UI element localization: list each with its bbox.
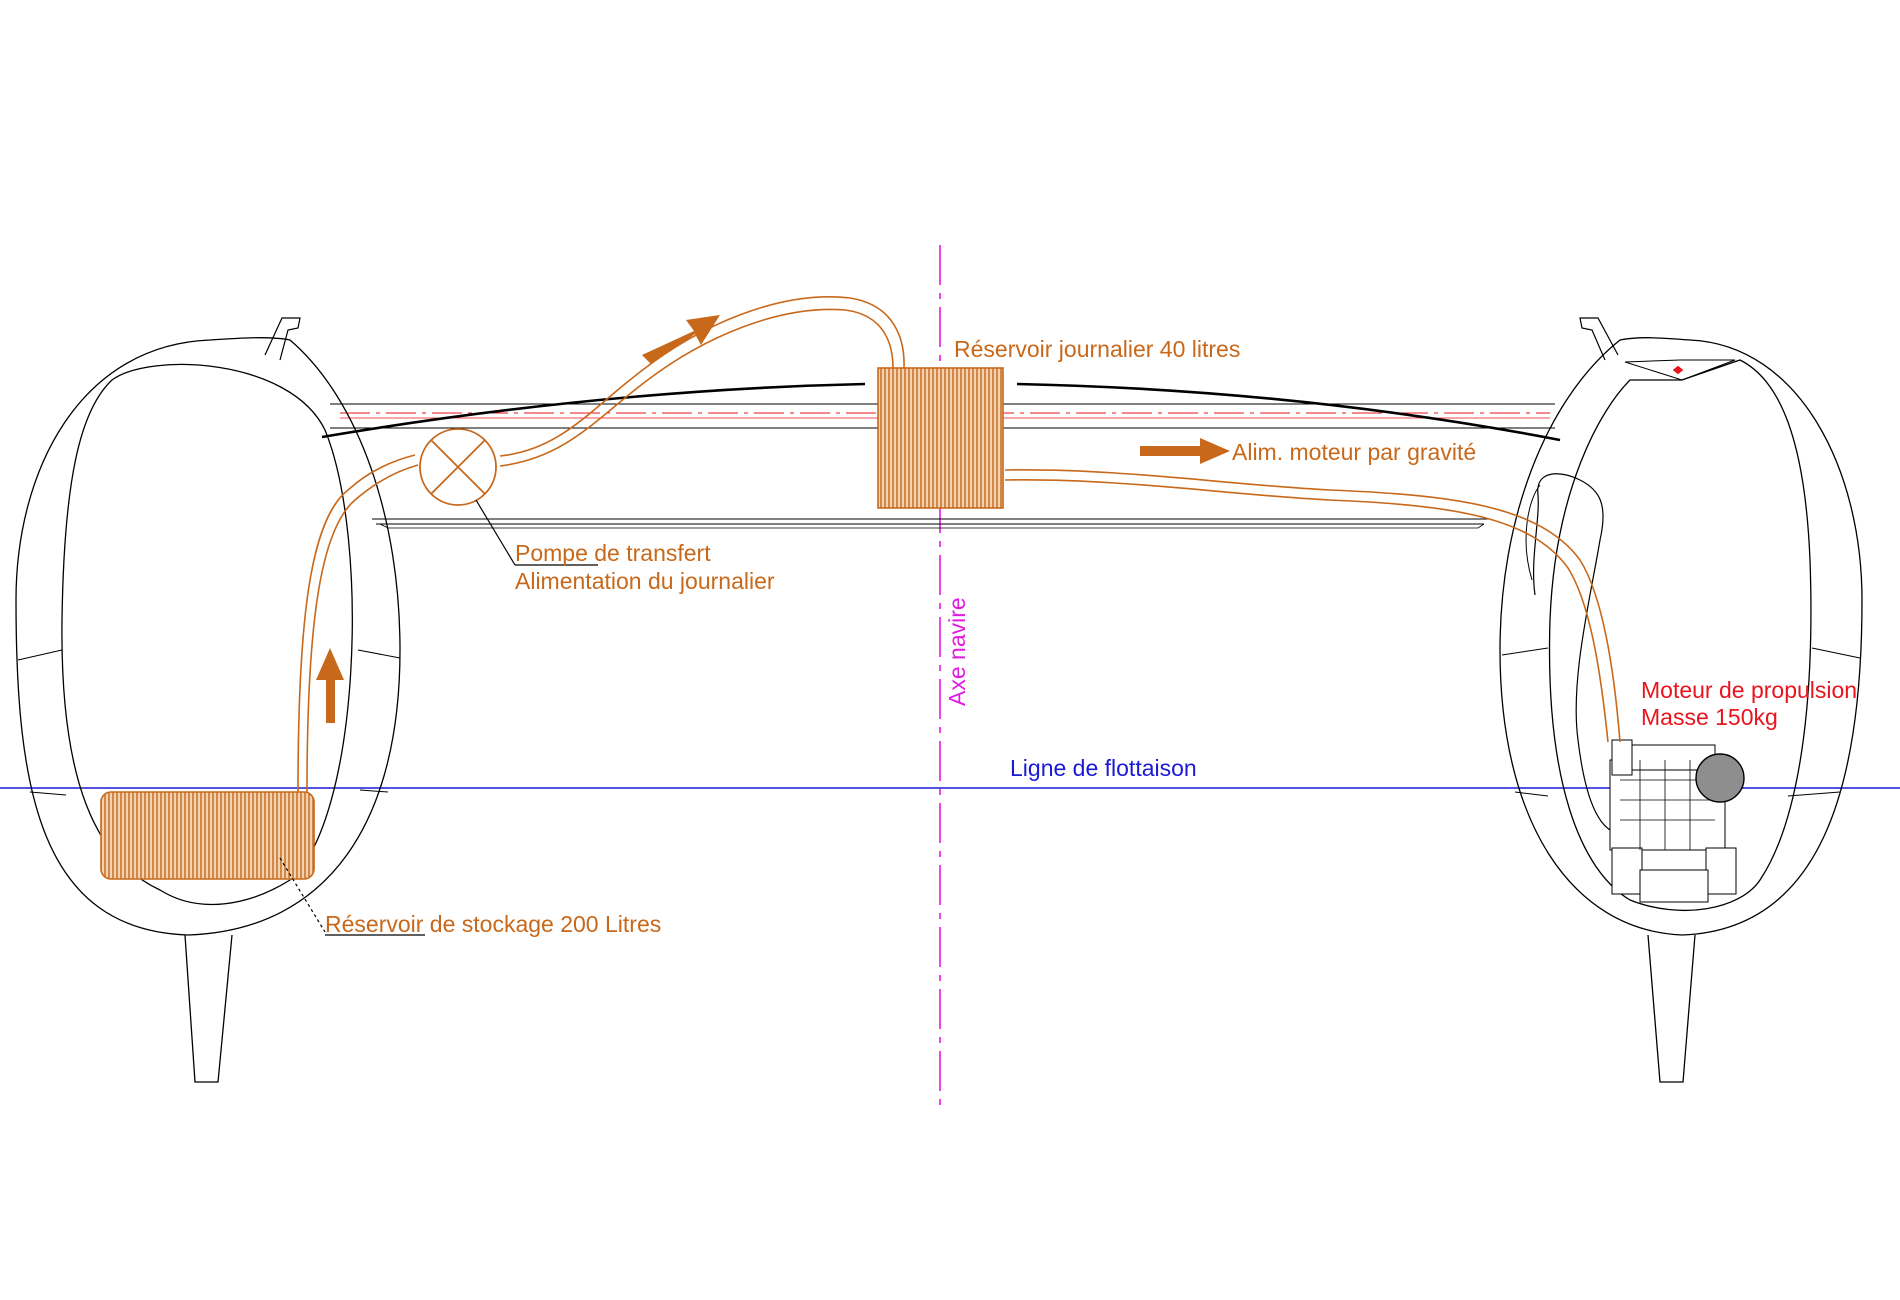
day-tank <box>877 367 1004 509</box>
engine-feed-pipe <box>1004 469 1621 743</box>
transfer-pump <box>419 428 497 506</box>
starboard-hull <box>1499 317 1863 1083</box>
flow-arrow-right <box>1140 438 1230 464</box>
flow-arrow-diagonal <box>642 315 720 364</box>
gravity-feed-label: Alim. moteur par gravité <box>1232 439 1476 465</box>
engine-label-line2: Masse 150kg <box>1641 704 1778 730</box>
storage-leader <box>279 857 326 933</box>
waterline-label: Ligne de flottaison <box>1010 755 1197 781</box>
pump-label-line2: Alimentation du journalier <box>515 568 775 594</box>
pump-leader <box>475 499 516 566</box>
day-tank-label: Réservoir journalier 40 litres <box>954 336 1240 362</box>
flow-arrow-up <box>316 648 344 723</box>
storage-tank-label: Réservoir de stockage 200 Litres <box>325 911 661 937</box>
ship-axis-label: Axe navire <box>944 597 970 706</box>
storage-tank <box>100 791 315 880</box>
transfer-pipe <box>297 296 905 793</box>
port-hull <box>15 317 401 1083</box>
engine-label-line1: Moteur de propulsion <box>1641 677 1857 703</box>
pump-label-line1: Pompe de transfert <box>515 540 711 566</box>
propulsion-engine <box>1609 739 1745 903</box>
